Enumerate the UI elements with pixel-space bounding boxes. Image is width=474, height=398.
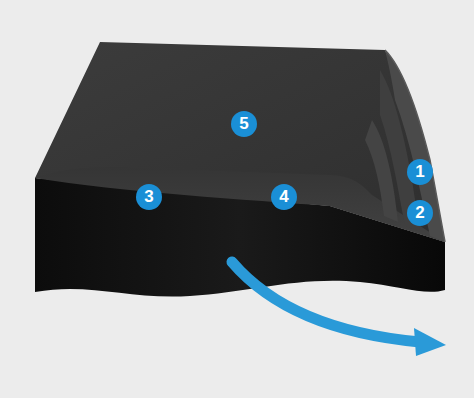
callout-number: 3 [136,184,162,210]
callout-number: 5 [231,111,257,137]
motion-arrowhead [414,328,446,356]
callout-circle [231,111,257,137]
callout-circle [407,200,433,226]
callout-number: 4 [271,184,297,210]
callout-circle [271,184,297,210]
groove-face [365,120,398,222]
callout-circle [136,184,162,210]
top-face [35,42,445,242]
motion-arrow [232,262,420,342]
callout-circle [407,159,433,185]
callout-number: 1 [407,159,433,185]
callout-number: 2 [407,200,433,226]
groove-edge [385,50,445,242]
